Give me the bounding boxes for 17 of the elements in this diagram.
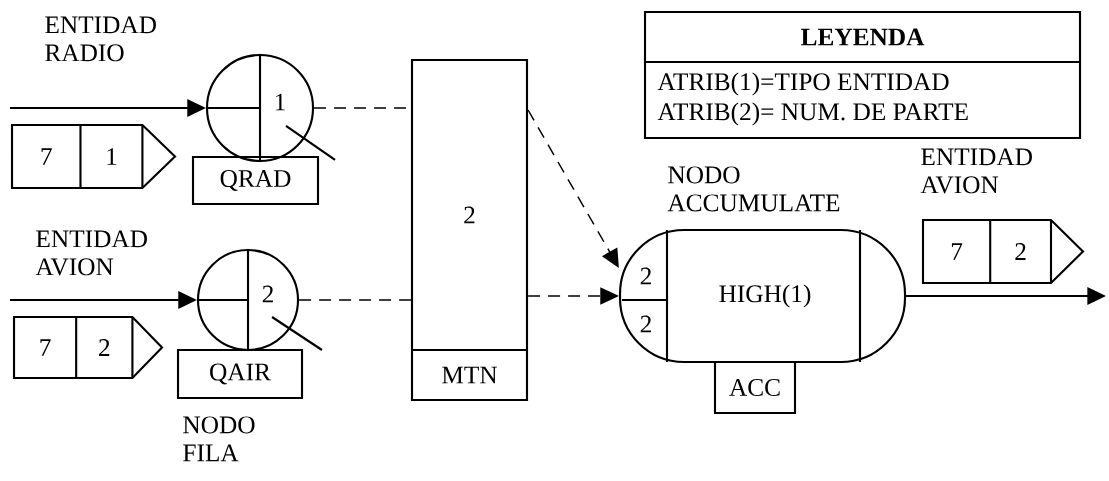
accumulate-node: 2 2 HIGH(1) — [618, 228, 907, 364]
arrow — [527, 109, 619, 268]
label-box: QAIR — [176, 348, 304, 400]
label-box: ACC — [713, 360, 797, 415]
queue-node: 1 — [205, 53, 336, 163]
entity-tag: 7 2 — [921, 218, 1085, 285]
caption-text: ENTIDAD AVION — [35, 230, 147, 276]
entity-tag: 7 2 — [12, 315, 164, 380]
caption-text: ENTIDAD AVION — [920, 148, 1032, 194]
caption-text: ENTIDAD RADIO — [45, 16, 156, 62]
legend-box: LEYENDA ATRIB(1)=TIPO ENTIDAD ATRIB(2)= NUM. DE PARTE — [643, 10, 1082, 140]
queue-node: 2 — [196, 248, 323, 352]
caption-text: NODO ACCUMULATE — [667, 166, 840, 212]
caption-text: NODO FILA — [183, 416, 255, 462]
label-box: QRAD — [191, 155, 320, 206]
entity-tag: 7 1 — [10, 123, 177, 190]
activity-box: 2 MTN — [410, 58, 529, 402]
